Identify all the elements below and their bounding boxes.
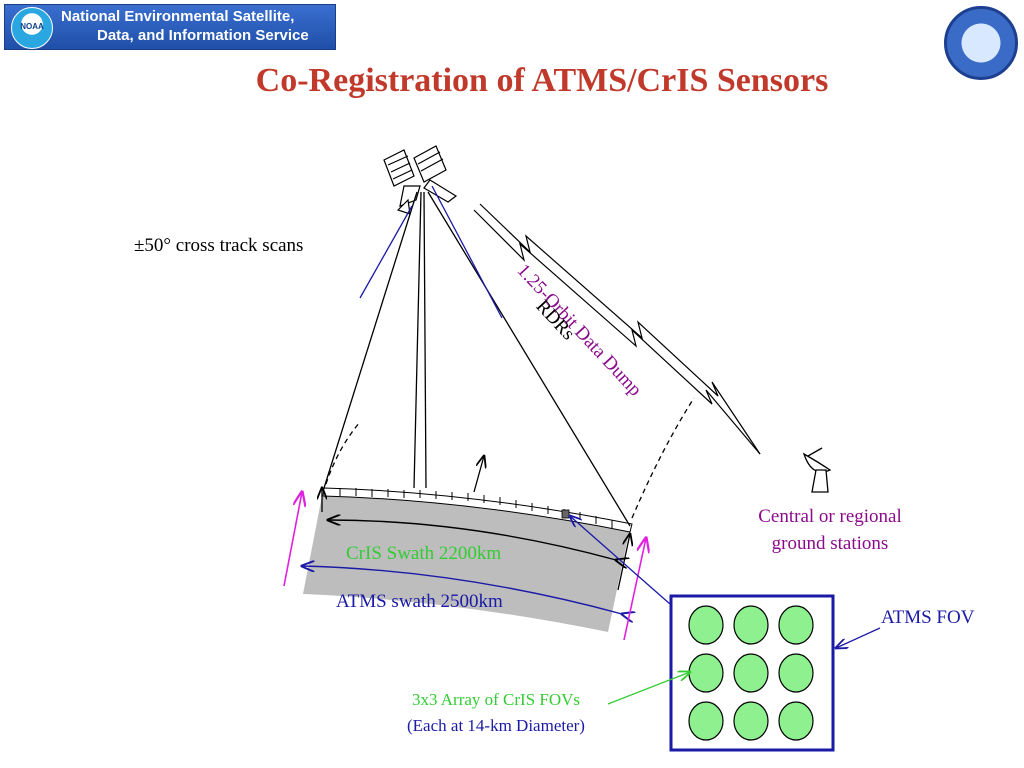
atms-fov-pointer (836, 627, 881, 648)
highlighted-scan-cell (561, 509, 570, 519)
scan-ray-lines (323, 191, 631, 527)
dashed-edge-right (631, 397, 695, 519)
nesdis-seal-icon (944, 6, 1018, 80)
cris-fov-pointer (607, 672, 690, 705)
dashed-edge-left (325, 421, 361, 485)
cris-fov-array (688, 605, 814, 741)
scan-direction-arrow-left (283, 492, 302, 587)
cris-swath-arrow (328, 520, 616, 560)
cris-swath-label: CrIS Swath 2200km (346, 543, 502, 564)
cris-array-label-line1: 3x3 Array of CrIS FOVs (411, 690, 581, 709)
noaa-logo-icon: NOAA (11, 7, 53, 49)
satellite-icon (383, 145, 458, 215)
cris-array-label-line2: (Each at 14-km Diameter) (407, 716, 585, 735)
data-link-bolt (473, 203, 761, 455)
scan-angle-lines (359, 185, 503, 319)
atms-swath-arrow (302, 566, 622, 614)
org-name-line1: National Environmental Satellite, (61, 8, 295, 25)
nesdis-banner: NOAA National Environmental Satellite, D… (4, 4, 336, 50)
ground-stations-label-line1: Central or regional (758, 506, 902, 527)
dish-antenna-icon (802, 447, 832, 493)
ground-stations-label-line2: ground stations (771, 533, 889, 554)
org-name-line2: Data, and Information Service (97, 27, 309, 44)
atms-fov-label: ATMS FOV (881, 607, 975, 628)
nadir-up-arrow (473, 456, 484, 493)
atms-swath-label: ATMS swath 2500km (336, 591, 503, 612)
page-title: Co-Registration of ATMS/CrIS Sensors (255, 62, 829, 99)
fov-zoom-pointer (570, 516, 671, 605)
noaa-logo-text: NOAA (20, 22, 44, 31)
scan-angle-label: ±50° cross track scans (134, 235, 304, 256)
scan-direction-arrow-right (623, 538, 646, 641)
